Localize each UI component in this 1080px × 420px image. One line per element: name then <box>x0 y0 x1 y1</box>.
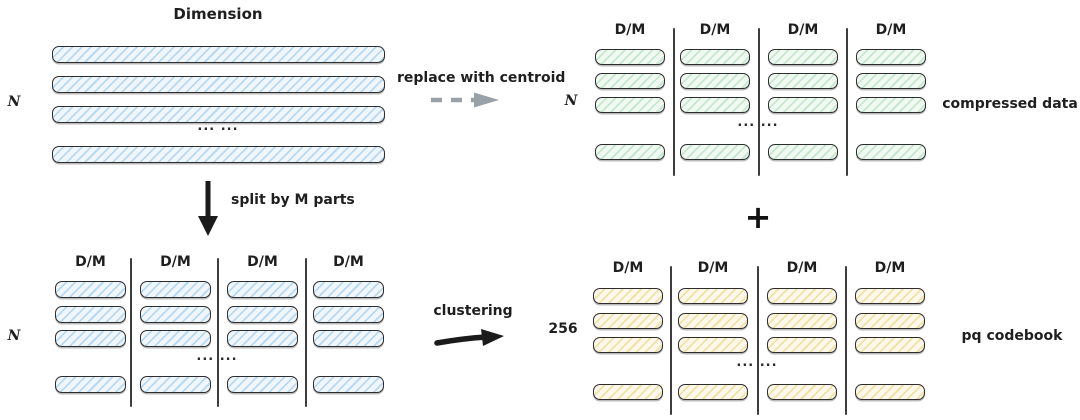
subvector-bar <box>768 73 838 89</box>
column-separator <box>217 258 220 407</box>
subvector-bar <box>856 97 926 113</box>
subvector-bar <box>856 73 926 89</box>
vector-row-bar <box>52 146 385 163</box>
subvector-bar <box>855 384 925 400</box>
column-header: D/M <box>160 254 191 270</box>
subvector-bar <box>595 49 665 65</box>
subvector-bar <box>768 49 838 65</box>
original-n-label: N <box>7 94 21 110</box>
subvector-bar <box>768 97 838 113</box>
column-header: D/M <box>614 22 646 38</box>
subvector-bar <box>593 313 663 329</box>
subvector-bar <box>227 281 298 298</box>
split-block-ellipsis: ... ... <box>196 349 238 364</box>
subvector-bar <box>55 306 126 323</box>
subvector-bar <box>313 376 384 393</box>
column-separator <box>673 28 676 176</box>
subvector-bar <box>55 376 126 393</box>
vector-row-bar <box>52 46 385 63</box>
subvector-bar <box>678 313 748 329</box>
clustering-arrow <box>434 329 504 346</box>
split-arrow-label: split by M parts <box>231 192 355 208</box>
pq-codebook-caption: pq codebook <box>961 328 1063 344</box>
column-separator <box>670 266 673 415</box>
subvector-bar <box>595 73 665 89</box>
subvector-bar <box>767 337 837 353</box>
subvector-bar <box>313 330 384 347</box>
subvector-bar <box>767 384 837 400</box>
subvector-bar <box>227 306 298 323</box>
compressed-n-label: N <box>564 93 578 109</box>
replace-arrow-label: replace with centroid <box>397 70 566 86</box>
subvector-bar <box>680 73 750 89</box>
clustering-arrow-label: clustering <box>433 303 513 319</box>
column-separator <box>757 266 760 415</box>
split-block-n-label: N <box>7 328 21 344</box>
split-arrow <box>198 181 218 236</box>
subvector-bar <box>140 330 211 347</box>
subvector-bar <box>678 384 748 400</box>
compressed-data-caption: compressed data <box>942 96 1078 112</box>
subvector-bar <box>855 313 925 329</box>
column-header: D/M <box>874 260 906 276</box>
subvector-bar <box>140 281 211 298</box>
subvector-bar <box>313 306 384 323</box>
column-header: D/M <box>75 254 106 270</box>
column-header: D/M <box>247 254 278 270</box>
subvector-bar <box>227 376 298 393</box>
subvector-bar <box>678 288 748 304</box>
replace-with-centroid-arrow <box>431 92 499 108</box>
column-separator <box>305 258 308 407</box>
subvector-bar <box>55 281 126 298</box>
subvector-bar <box>313 281 384 298</box>
dimension-label: Dimension <box>173 5 263 23</box>
subvector-bar <box>768 144 838 160</box>
subvector-bar <box>678 337 748 353</box>
vector-row-bar <box>52 106 385 123</box>
subvector-bar <box>140 306 211 323</box>
subvector-bar <box>680 144 750 160</box>
subvector-bar <box>595 144 665 160</box>
column-separator <box>846 28 849 176</box>
subvector-bar <box>140 376 211 393</box>
column-separator <box>758 28 761 176</box>
column-header: D/M <box>787 22 819 38</box>
subvector-bar <box>680 49 750 65</box>
subvector-bar <box>55 330 126 347</box>
codebook-ellipsis: ... ... <box>736 355 778 370</box>
column-header: D/M <box>875 22 907 38</box>
codebook-256-label: 256 <box>548 321 578 337</box>
plus-sign: + <box>744 198 772 236</box>
subvector-bar <box>593 337 663 353</box>
column-header: D/M <box>612 260 644 276</box>
column-header: D/M <box>333 254 364 270</box>
column-header: D/M <box>786 260 818 276</box>
subvector-bar <box>227 330 298 347</box>
subvector-bar <box>680 97 750 113</box>
subvector-bar <box>593 288 663 304</box>
column-separator <box>130 258 133 407</box>
subvector-bar <box>767 313 837 329</box>
subvector-bar <box>595 97 665 113</box>
subvector-bar <box>855 337 925 353</box>
subvector-bar <box>856 49 926 65</box>
column-separator <box>845 266 848 415</box>
column-header: D/M <box>699 22 731 38</box>
subvector-bar <box>856 144 926 160</box>
column-header: D/M <box>697 260 729 276</box>
subvector-bar <box>855 288 925 304</box>
subvector-bar <box>767 288 837 304</box>
subvector-bar <box>593 384 663 400</box>
compressed-ellipsis: ... ... <box>737 115 779 130</box>
vector-row-bar <box>52 76 385 93</box>
